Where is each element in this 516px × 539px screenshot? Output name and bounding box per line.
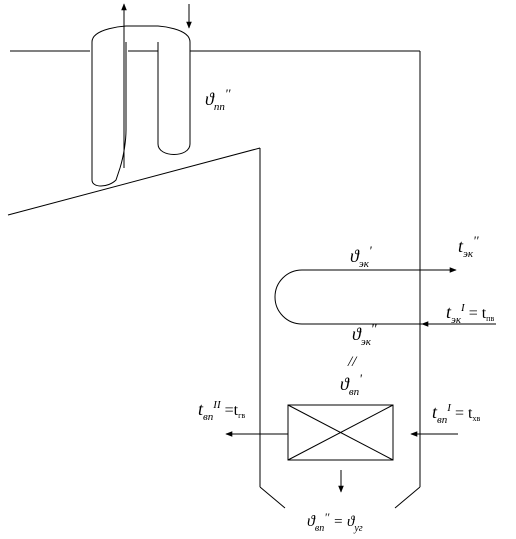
- hopper-left: [259, 486, 286, 509]
- economizer-coil: [274, 267, 496, 327]
- label-airheater-flue-gas: ϑвп'' = ϑуг: [307, 510, 363, 534]
- label-economizer-water-in: tэкI = tпв: [446, 302, 494, 326]
- label-airheater-gas-in: ϑвп': [340, 371, 362, 398]
- label-airheater-hot-air: tвпII =tгв: [198, 399, 245, 423]
- superheater-right-tube: [157, 42, 191, 155]
- label-economizer-gas-in: ϑэк': [350, 243, 372, 270]
- air-heater: [225, 404, 458, 493]
- hopper-right: [394, 486, 421, 509]
- casing-slope: [7, 147, 261, 216]
- label-economizer-gas-out: ϑэк'': [352, 321, 377, 348]
- label-economizer-water-out: tэк'': [458, 233, 479, 260]
- boiler-outline: [7, 50, 421, 509]
- superheater-top-cap: [91, 25, 191, 43]
- air-heater-box: [287, 404, 394, 461]
- economizer-loop: [274, 269, 456, 325]
- label-airheater-cold-air: tвпI = tхв: [432, 402, 480, 426]
- label-steam-superheater: ϑпп'': [205, 86, 231, 113]
- label-equality-mark: //: [347, 354, 358, 370]
- air-heater-cross-2: [287, 404, 394, 461]
- superheater-left-tube: [91, 42, 127, 187]
- superheater-coil: [91, 3, 192, 187]
